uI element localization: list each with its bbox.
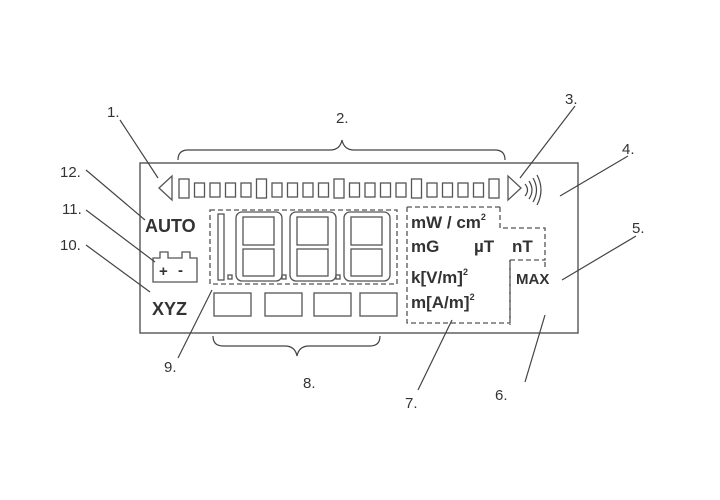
bargraph-segment [255,178,268,199]
max-area-border [509,260,546,325]
bargraph-segment [193,182,206,198]
svg-text:-: - [178,262,183,279]
callout-1: 1. [107,104,120,121]
decimal-point [335,274,341,280]
digit-upper-segment [296,216,329,246]
top-brace [177,139,506,161]
unit-kvm: k[V/m]2 [411,267,468,287]
bargraph-segment [178,178,190,199]
callout-2: 2. [336,110,349,127]
callout-10: 10. [60,237,81,254]
callout-12: 12. [60,164,81,181]
callout-lines [85,105,637,391]
bargraph-segment [410,178,423,199]
sub-digit-box [359,292,398,317]
bargraph-segment [209,182,221,198]
left-arrow-icon [158,174,173,202]
sub-digit-box [313,292,352,317]
bargraph-segment [333,178,345,199]
svg-text:+: + [159,263,168,280]
sub-digit-box [213,292,252,317]
bargraph-segment [286,182,299,198]
unit-mw-cm2: mW / cm2 [411,212,486,232]
bargraph-segment [488,178,500,199]
digit-lower-segment [242,248,275,277]
bargraph-segment [240,182,252,198]
digit-upper-segment [350,216,383,246]
digits [227,211,391,282]
unit-mam: m[A/m]2 [411,292,475,312]
digit-one [217,213,225,281]
xyz-indicator: XYZ [152,299,187,319]
bargraph-segment [395,182,407,198]
sub-digit-box [264,292,303,317]
callout-7: 7. [405,395,418,412]
digit-upper-segment [242,216,275,246]
digit-lower-segment [296,248,329,277]
bargraph-segment [364,182,376,198]
bargraph-segment [224,182,237,198]
signal-icon [524,174,542,206]
unit-ut: µT [474,237,495,256]
bargraph [178,178,500,199]
bargraph-segment [317,182,330,198]
unit-mg: mG [411,237,439,256]
bottom-brace [212,335,381,357]
callout-9: 9. [164,359,177,376]
digit-lower-segment [350,248,383,277]
bargraph-segment [302,182,314,198]
callout-6: 6. [495,387,508,404]
digits-area [209,209,398,285]
lcd-frame [139,162,579,334]
decimal-point [281,274,287,280]
bargraph-segment [457,182,469,198]
bargraph-segment [271,182,283,198]
bargraph-segment [379,182,392,198]
units-area [406,205,546,324]
sub-digits [213,292,398,317]
callout-4: 4. [622,141,635,158]
bargraph-segment [426,182,438,198]
right-arrow-icon [507,174,522,202]
unit-nt: nT [512,237,533,256]
auto-indicator: AUTO [145,216,196,236]
callout-3: 3. [565,91,578,108]
max-indicator: MAX [516,271,549,288]
battery-icon: + - [152,251,198,283]
callout-8: 8. [303,375,316,392]
callout-5: 5. [632,220,645,237]
callout-11: 11. [62,201,82,218]
bargraph-segment [348,182,361,198]
bargraph-segment [472,182,485,198]
decimal-point [227,274,233,280]
bargraph-segment [441,182,454,198]
